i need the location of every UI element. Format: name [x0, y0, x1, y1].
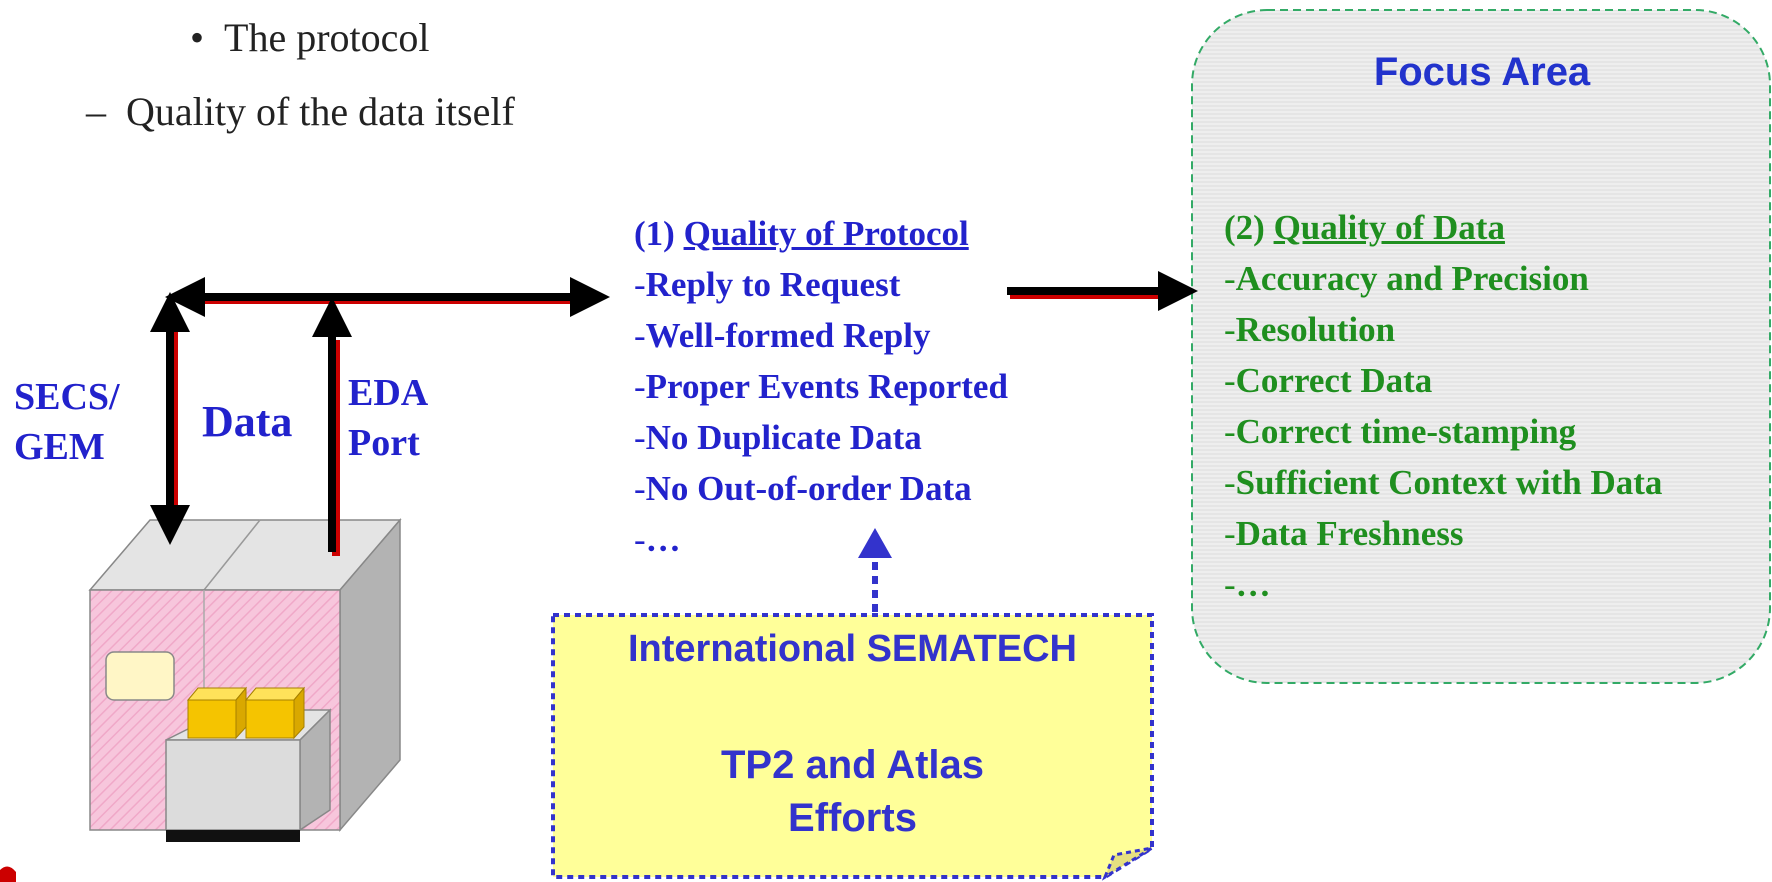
focus-item-text: Resolution [1235, 310, 1396, 349]
protocol-item: -No Out-of-order Data [634, 469, 972, 508]
protocol-item-text: Reply to Request [645, 265, 901, 304]
bullet-sub-item: • The protocol [190, 14, 430, 61]
eda-port-label: EDA Port [348, 368, 428, 468]
protocol-item-text: No Out-of-order Data [645, 469, 972, 508]
focus-number: (2) [1224, 208, 1274, 247]
focus-item: -Correct Data [1224, 361, 1433, 400]
protocol-item: -Proper Events Reported [634, 367, 1008, 406]
bullet-dash: – [86, 89, 126, 134]
focus-item-text: … [1235, 565, 1271, 604]
focus-item: -Correct time-stamping [1224, 412, 1577, 451]
protocol-title: Quality of Protocol [683, 214, 969, 253]
note-line2: TP2 and Atlas [720, 743, 985, 787]
protocol-item-text: … [645, 520, 681, 559]
protocol-item: -… [634, 520, 681, 559]
protocol-number: (1) [634, 214, 684, 253]
equipment-illustration [88, 517, 402, 842]
data-label: Data [202, 397, 293, 446]
focus-item: -Data Freshness [1224, 514, 1464, 553]
focus-item-text: Correct Data [1235, 361, 1433, 400]
focus-item: -Accuracy and Precision [1224, 259, 1589, 298]
bullet-sub-text: The protocol [224, 15, 430, 60]
focus-area-panel [1191, 9, 1771, 684]
note-pointer-arrow [858, 528, 892, 612]
protocol-item: -No Duplicate Data [634, 418, 922, 457]
note-line1: International SEMATECH [628, 628, 1077, 670]
protocol-heading: (1) Quality of Protocol [634, 208, 1008, 259]
protocol-item-text: Well-formed Reply [645, 316, 931, 355]
sticky-note [551, 613, 1154, 881]
focus-area-title: Focus Area [1373, 50, 1591, 94]
protocol-item-text: Proper Events Reported [645, 367, 1008, 406]
protocol-item: -Well-formed Reply [634, 316, 931, 355]
secs-gem-label-line1: SECS/ [14, 376, 120, 418]
focus-item-text: Accuracy and Precision [1235, 259, 1589, 298]
secs-gem-label: SECS/ GEM [14, 372, 120, 472]
secs-gem-label-line2: GEM [14, 426, 105, 468]
bullet-dot: • [190, 15, 225, 60]
corner-mark [0, 866, 16, 882]
protocol-item-text: No Duplicate Data [645, 418, 922, 457]
protocol-item: -Reply to Request [634, 265, 901, 304]
arrows [150, 271, 1198, 556]
focus-heading: (2) Quality of Data [1224, 202, 1662, 253]
focus-item-text: Correct time-stamping [1235, 412, 1577, 451]
bullet-item-text: Quality of the data itself [126, 89, 515, 134]
focus-item-text: Sufficient Context with Data [1235, 463, 1663, 502]
focus-item: -… [1224, 565, 1271, 604]
focus-item: -Resolution [1224, 310, 1396, 349]
eda-port-label-line2: Port [348, 422, 420, 464]
focus-data-list: (2) Quality of Data -Accuracy and Precis… [1224, 202, 1662, 610]
protocol-list: (1) Quality of Protocol -Reply to Reques… [634, 208, 1008, 565]
eda-port-label-line1: EDA [348, 372, 429, 414]
focus-subtitle: Quality of Data [1273, 208, 1505, 247]
note-line3: Efforts [788, 796, 917, 840]
focus-item: -Sufficient Context with Data [1224, 463, 1663, 502]
bullet-item: – Quality of the data itself [86, 88, 515, 135]
focus-item-text: Data Freshness [1235, 514, 1464, 553]
